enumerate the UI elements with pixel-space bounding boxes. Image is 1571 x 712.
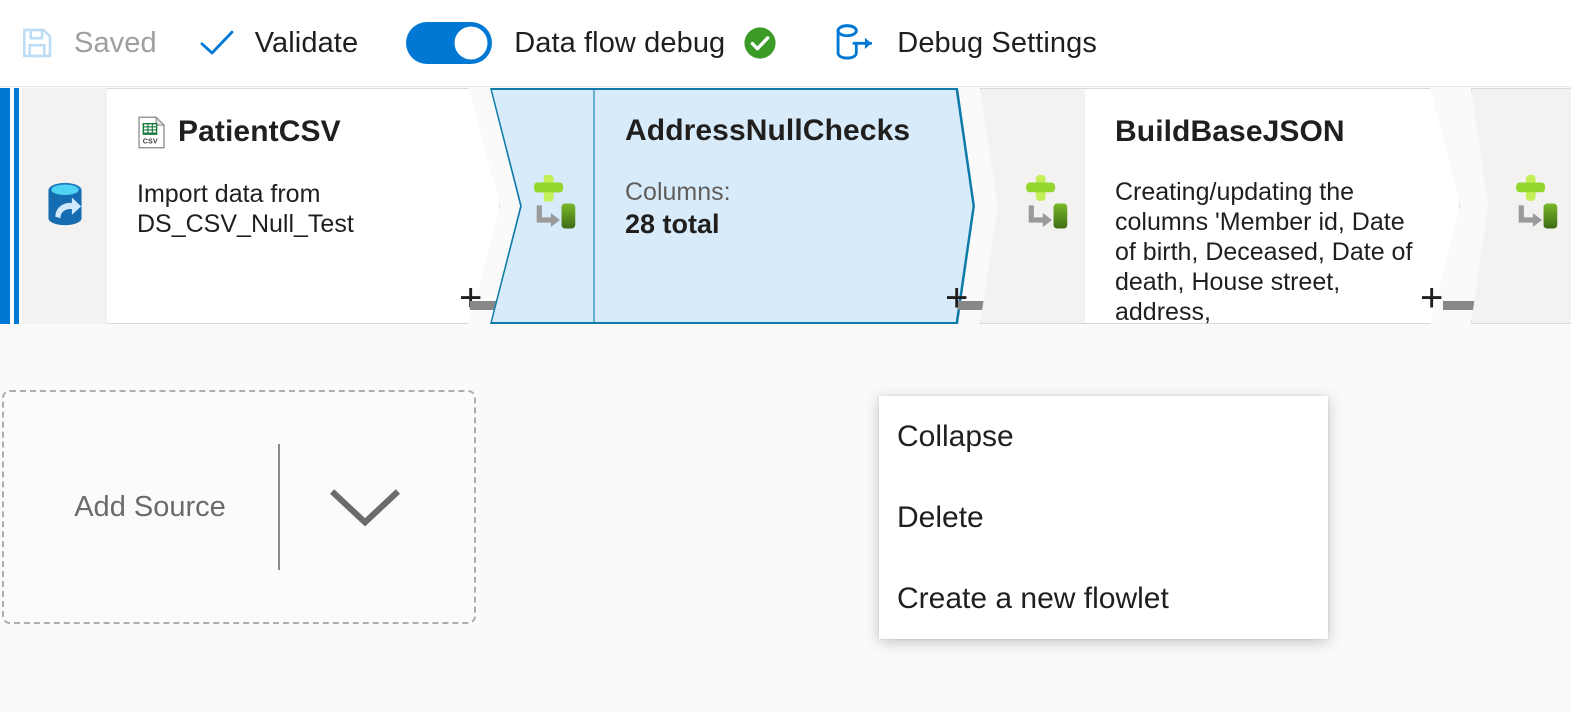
node-patientcsv[interactable]: CSV PatientCSV Import data from DS_CSV_N… — [22, 88, 500, 324]
node-buildbasejson-title-row: BuildBaseJSON — [1115, 115, 1429, 149]
node-buildbasejson-gutter — [980, 88, 1085, 324]
node-patientcsv-description: Import data from DS_CSV_Null_Test — [137, 180, 354, 238]
derived-column-icon — [1504, 174, 1566, 238]
success-check-circle-icon — [743, 26, 777, 60]
node-buildbasejson-body[interactable]: BuildBaseJSON Creating/updating the colu… — [1085, 88, 1460, 324]
context-menu-item-delete[interactable]: Delete — [897, 500, 984, 534]
source-database-icon — [40, 179, 90, 233]
node-patientcsv-gutter — [22, 88, 108, 324]
context-menu-item-create-flowlet[interactable]: Create a new flowlet — [897, 581, 1169, 615]
add-source-label: Add Source — [74, 490, 226, 523]
data-flow-debug-label: Data flow debug — [514, 26, 726, 59]
stream-rail-secondary — [14, 88, 19, 324]
node-context-menu[interactable]: Collapse Delete Create a new flowlet — [879, 396, 1328, 639]
add-source-button[interactable]: Add Source — [2, 390, 476, 624]
save-label: Saved — [74, 26, 157, 59]
node-next-partial[interactable] — [1471, 88, 1571, 324]
add-source-divider — [277, 444, 280, 570]
debug-settings-button[interactable]: Debug Settings — [831, 0, 1097, 86]
node-buildbasejson-add-button[interactable]: + — [1420, 276, 1444, 320]
derived-column-icon — [522, 174, 584, 238]
debug-settings-label: Debug Settings — [897, 26, 1097, 59]
save-button[interactable]: Saved — [18, 0, 157, 86]
toolbar: Saved Validate Data flow debug — [0, 0, 1571, 87]
node-patientcsv-body[interactable]: CSV PatientCSV Import data from DS_CSV_N… — [107, 88, 500, 324]
node-addressnullchecks-columns-value: 28 total — [625, 209, 720, 239]
node-patientcsv-name: PatientCSV — [178, 115, 341, 148]
validate-button[interactable]: Validate — [197, 0, 358, 86]
save-floppy-icon — [18, 24, 56, 62]
node-buildbasejson-name: BuildBaseJSON — [1115, 115, 1345, 148]
database-export-icon — [831, 22, 875, 64]
node-buildbasejson[interactable]: BuildBaseJSON Creating/updating the colu… — [980, 88, 1460, 324]
node-addressnullchecks-add-button[interactable]: + — [945, 276, 969, 320]
stream-rail-primary — [0, 88, 10, 324]
csv-file-icon: CSV — [137, 115, 166, 149]
node-addressnullchecks-columns-label: Columns: — [625, 178, 731, 206]
connector-2 — [958, 301, 1004, 310]
node-buildbasejson-description: Creating/updating the columns 'Member id… — [1115, 178, 1413, 326]
chevron-down-icon[interactable] — [326, 484, 404, 530]
node-addressnullchecks-name: AddressNullChecks — [625, 114, 911, 147]
connector-1 — [470, 301, 512, 310]
node-next-partial-gutter — [1471, 88, 1571, 324]
node-addressnullchecks[interactable]: AddressNullChecks Columns: 28 total + — [490, 88, 975, 324]
node-addressnullchecks-gutter-divider — [593, 90, 595, 322]
node-addressnullchecks-body[interactable]: AddressNullChecks Columns: 28 total — [595, 88, 955, 324]
node-patientcsv-title-row: CSV PatientCSV — [137, 115, 469, 149]
data-flow-debug-toggle[interactable]: Data flow debug — [404, 0, 777, 86]
node-addressnullchecks-title-row: AddressNullChecks — [625, 114, 925, 148]
connector-3 — [1443, 301, 1483, 310]
context-menu-item-collapse[interactable]: Collapse — [897, 419, 1014, 453]
derived-column-icon — [1014, 174, 1076, 238]
dataflow-canvas[interactable]: CSV PatientCSV Import data from DS_CSV_N… — [0, 88, 1571, 712]
svg-text:CSV: CSV — [143, 137, 158, 145]
stream-row: CSV PatientCSV Import data from DS_CSV_N… — [0, 88, 1571, 324]
node-addressnullchecks-gutter — [512, 88, 594, 324]
validate-label: Validate — [254, 26, 359, 59]
node-patientcsv-add-button[interactable]: + — [459, 276, 483, 320]
toggle-switch-on-icon[interactable] — [404, 17, 494, 69]
checkmark-icon — [197, 26, 237, 60]
